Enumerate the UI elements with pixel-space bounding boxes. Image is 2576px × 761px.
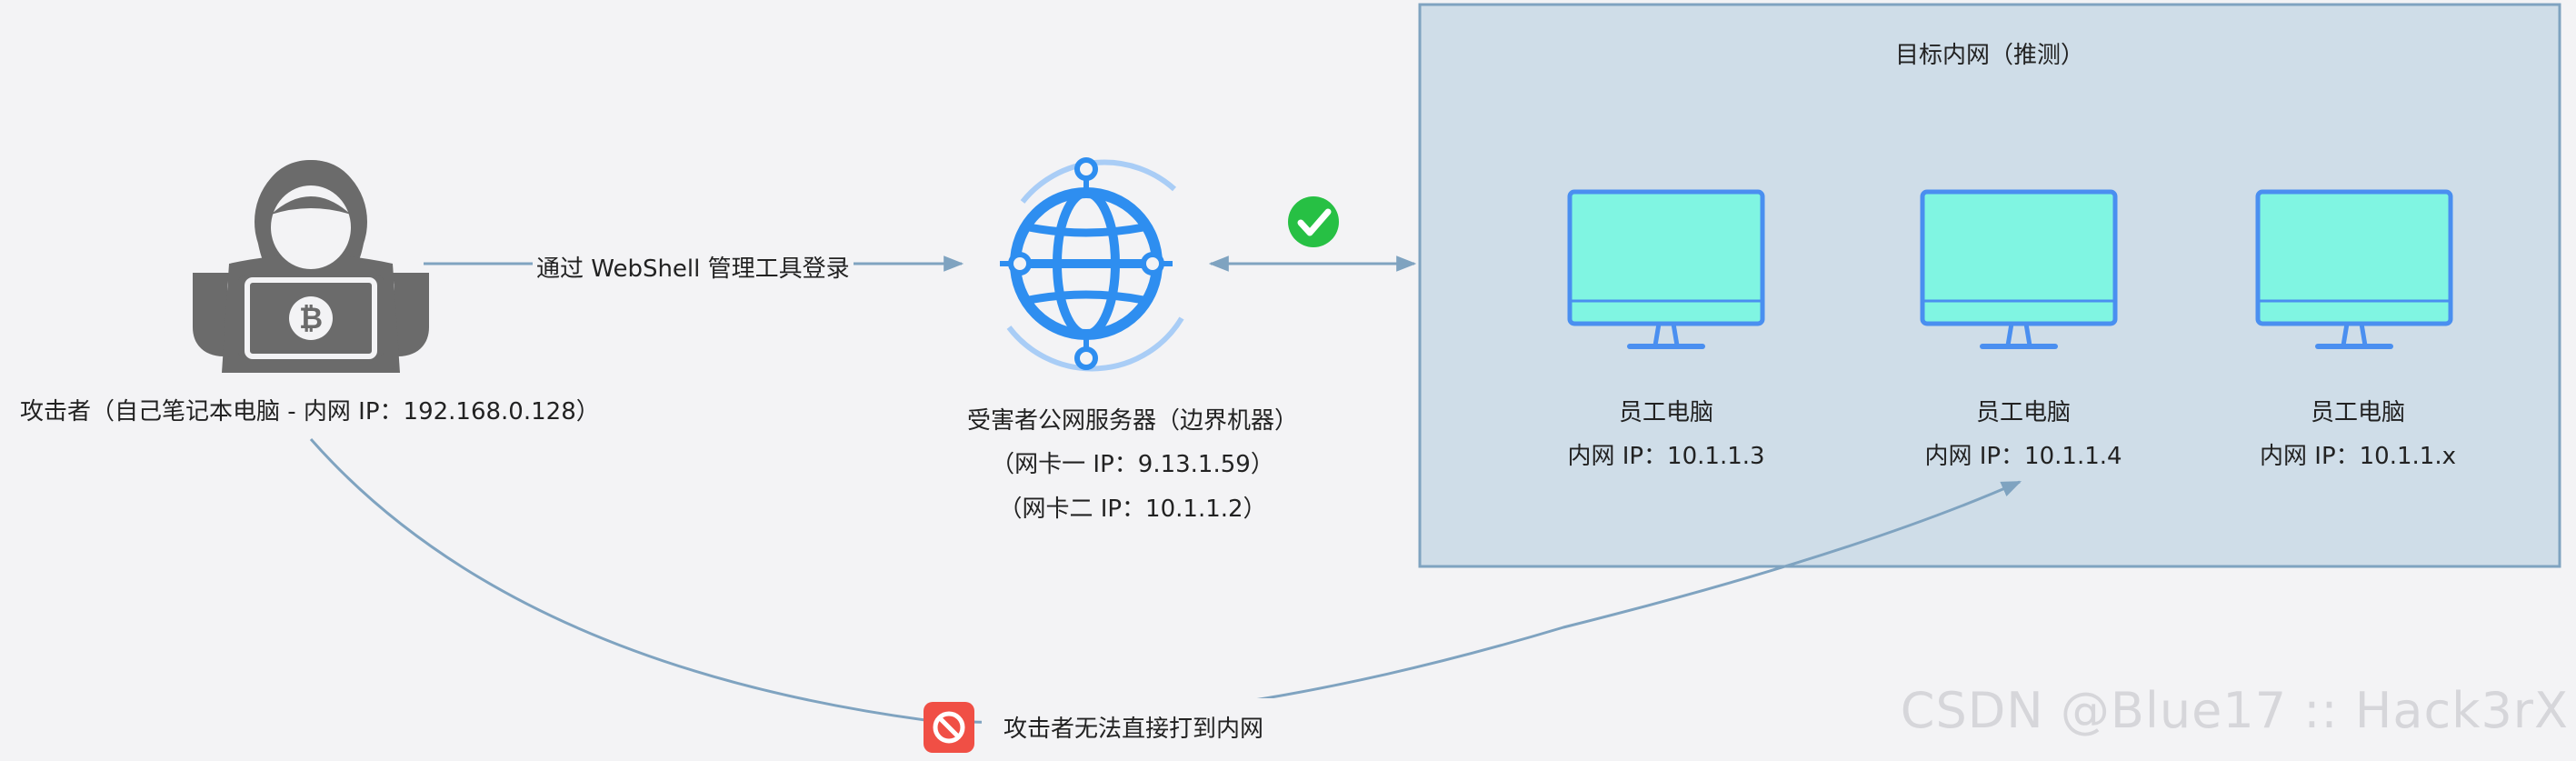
computer-1-ip: 内网 IP：10.1.1.3	[1567, 443, 1765, 470]
computer-2-name: 员工电脑	[1975, 399, 2072, 426]
server-nic2: （网卡二 IP：10.1.1.2）	[998, 496, 1267, 523]
bitcoin-icon	[289, 296, 333, 340]
monitor-icon-1	[1567, 189, 1765, 349]
attacker-label: 攻击者（自己笔记本电脑 - 内网 IP：192.168.0.128）	[20, 398, 600, 426]
blocked-label-bg	[982, 698, 1291, 744]
globe-icon	[1000, 157, 1184, 372]
bitcoin-glyph: ₿	[299, 301, 323, 335]
check-icon	[1288, 196, 1339, 247]
computer-3-name: 员工电脑	[2310, 399, 2406, 426]
target-network-title: 目标内网（推测）	[1894, 42, 2085, 69]
computer-2-ip: 内网 IP：10.1.1.4	[1924, 443, 2122, 470]
monitor-icon-3	[2255, 189, 2453, 349]
watermark: CSDN @Blue17 :: Hack3rX	[1900, 682, 2569, 739]
server-name: 受害者公网服务器（边界机器）	[966, 407, 1299, 435]
blocked-label: 攻击者无法直接打到内网	[1003, 716, 1264, 743]
computer-1-name: 员工电脑	[1618, 399, 1714, 426]
computer-3-ip: 内网 IP：10.1.1.x	[2260, 443, 2456, 470]
check-mark	[1297, 208, 1332, 236]
blocked-icon-ring	[933, 711, 965, 744]
blocked-icon-slash	[937, 716, 961, 739]
edge-webshell-label: 通过 WebShell 管理工具登录	[533, 250, 854, 284]
hacker-hood-shadow	[271, 196, 351, 215]
monitor-icon-2	[1920, 189, 2118, 349]
server-nic1: （网卡一 IP：9.13.1.59）	[991, 451, 1274, 478]
